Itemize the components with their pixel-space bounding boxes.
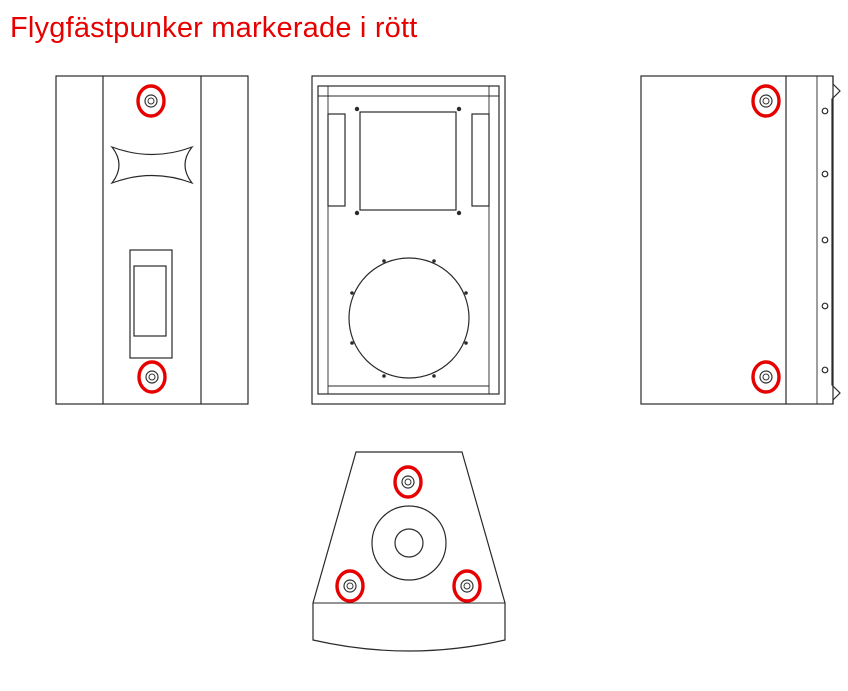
- rail-hole: [821, 366, 829, 374]
- fly-point-top-left: [335, 569, 365, 603]
- input-panel-inner: [133, 265, 167, 337]
- handle-grip: [110, 145, 194, 185]
- top-view: [312, 451, 506, 652]
- fly-point-marker: [393, 465, 423, 499]
- right-port: [471, 113, 490, 207]
- fly-point-top: [393, 465, 423, 499]
- rail-hole: [821, 170, 829, 178]
- woofer-cutout: [348, 257, 470, 379]
- fly-point-marker: [751, 360, 781, 394]
- side-view-outline: [640, 75, 834, 405]
- fly-point-front-bottom: [137, 360, 167, 394]
- diagram-title: Flygfästpunker markerade i rött: [10, 12, 418, 44]
- front-view: [55, 75, 249, 405]
- screw-hole: [354, 106, 360, 112]
- side-view: [640, 75, 841, 405]
- input-panel-outer: [129, 249, 173, 359]
- rail-hole: [821, 236, 829, 244]
- rail-hole: [821, 107, 829, 115]
- screw-hole: [456, 106, 462, 112]
- fly-point-top-right: [452, 569, 482, 603]
- side-rail-profile: [831, 76, 841, 404]
- fly-point-marker: [452, 569, 482, 603]
- fly-point-marker: [137, 360, 167, 394]
- horn-opening: [359, 111, 457, 211]
- fly-point-front-top: [136, 84, 166, 118]
- rail-hole: [821, 302, 829, 310]
- fly-point-side-bottom: [751, 360, 781, 394]
- top-view-outline: [312, 451, 506, 652]
- fly-point-marker: [136, 84, 166, 118]
- pole-mount-inner: [394, 528, 424, 558]
- fly-point-marker: [751, 84, 781, 118]
- fly-point-side-top: [751, 84, 781, 118]
- screw-hole: [354, 210, 360, 216]
- fly-point-marker: [335, 569, 365, 603]
- rear-view: [311, 75, 506, 405]
- left-port: [327, 113, 346, 207]
- rear-view-outline: [311, 75, 506, 405]
- screw-hole: [456, 210, 462, 216]
- front-view-outline: [55, 75, 249, 405]
- pole-mount-outer: [371, 505, 447, 581]
- rear-view-inner-frame: [317, 85, 500, 395]
